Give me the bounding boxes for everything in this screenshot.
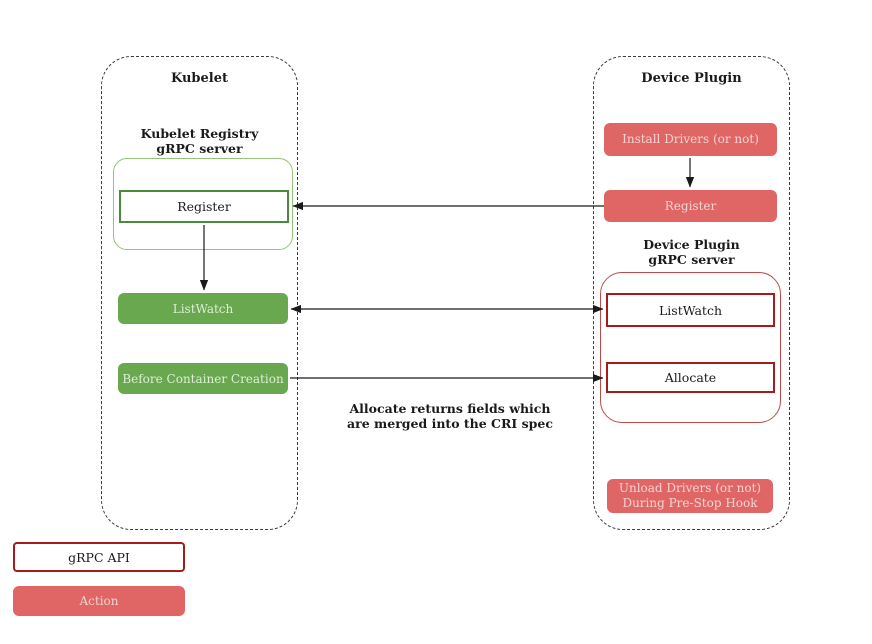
kubelet-registry-label-line1: Kubelet Registry <box>140 126 259 141</box>
device-plugin-allocate-label: Allocate <box>664 370 717 385</box>
device-plugin-grpc-label-line1: Device Plugin <box>643 237 740 252</box>
allocate-cri-annotation: Allocate returns fields which are merged… <box>330 401 570 431</box>
device-plugin-register-label: Register <box>664 198 717 213</box>
kubelet-registry-label-line2: gRPC server <box>156 141 243 156</box>
kubelet-before-container-creation-action: Before Container Creation <box>118 363 288 394</box>
device-plugin-grpc-label: Device Plugin gRPC server <box>593 237 790 267</box>
kubelet-listwatch-action: ListWatch <box>118 293 288 324</box>
kubelet-listwatch-label: ListWatch <box>172 301 234 316</box>
device-plugin-listwatch-label: ListWatch <box>658 302 723 318</box>
allocate-cri-annotation-line2: are merged into the CRI spec <box>347 416 553 431</box>
device-plugin-title: Device Plugin <box>641 71 742 86</box>
kubelet-title: Kubelet <box>170 71 229 86</box>
legend-action: Action <box>13 586 185 616</box>
device-plugin-unload-drivers-label-line2: During Pre-Stop Hook <box>622 496 758 510</box>
legend-grpc-api: gRPC API <box>13 542 185 572</box>
device-plugin-unload-drivers-label-line1: Unload Drivers (or not) <box>618 481 762 495</box>
allocate-cri-annotation-line1: Allocate returns fields which <box>349 401 551 416</box>
device-plugin-install-drivers-label: Install Drivers (or not) <box>622 132 759 146</box>
kubelet-registry-label: Kubelet Registry gRPC server <box>101 126 298 156</box>
device-plugin-container: Device Plugin <box>593 56 790 530</box>
legend-grpc-api-label: gRPC API <box>68 549 130 565</box>
kubelet-before-container-creation-label: Before Container Creation <box>122 371 284 386</box>
device-plugin-install-drivers-action: Install Drivers (or not) <box>604 123 777 156</box>
kubelet-container: Kubelet <box>101 56 298 530</box>
device-plugin-unload-drivers-action: Unload Drivers (or not) During Pre-Stop … <box>607 479 773 513</box>
device-plugin-register-action: Register <box>604 190 777 222</box>
device-plugin-listwatch-endpoint: ListWatch <box>606 293 775 327</box>
device-plugin-allocate-endpoint: Allocate <box>606 362 775 393</box>
kubelet-register-label: Register <box>177 199 231 214</box>
legend-action-label: Action <box>79 593 119 608</box>
device-plugin-grpc-label-line2: gRPC server <box>648 252 735 267</box>
kubelet-register-endpoint: Register <box>119 190 289 223</box>
